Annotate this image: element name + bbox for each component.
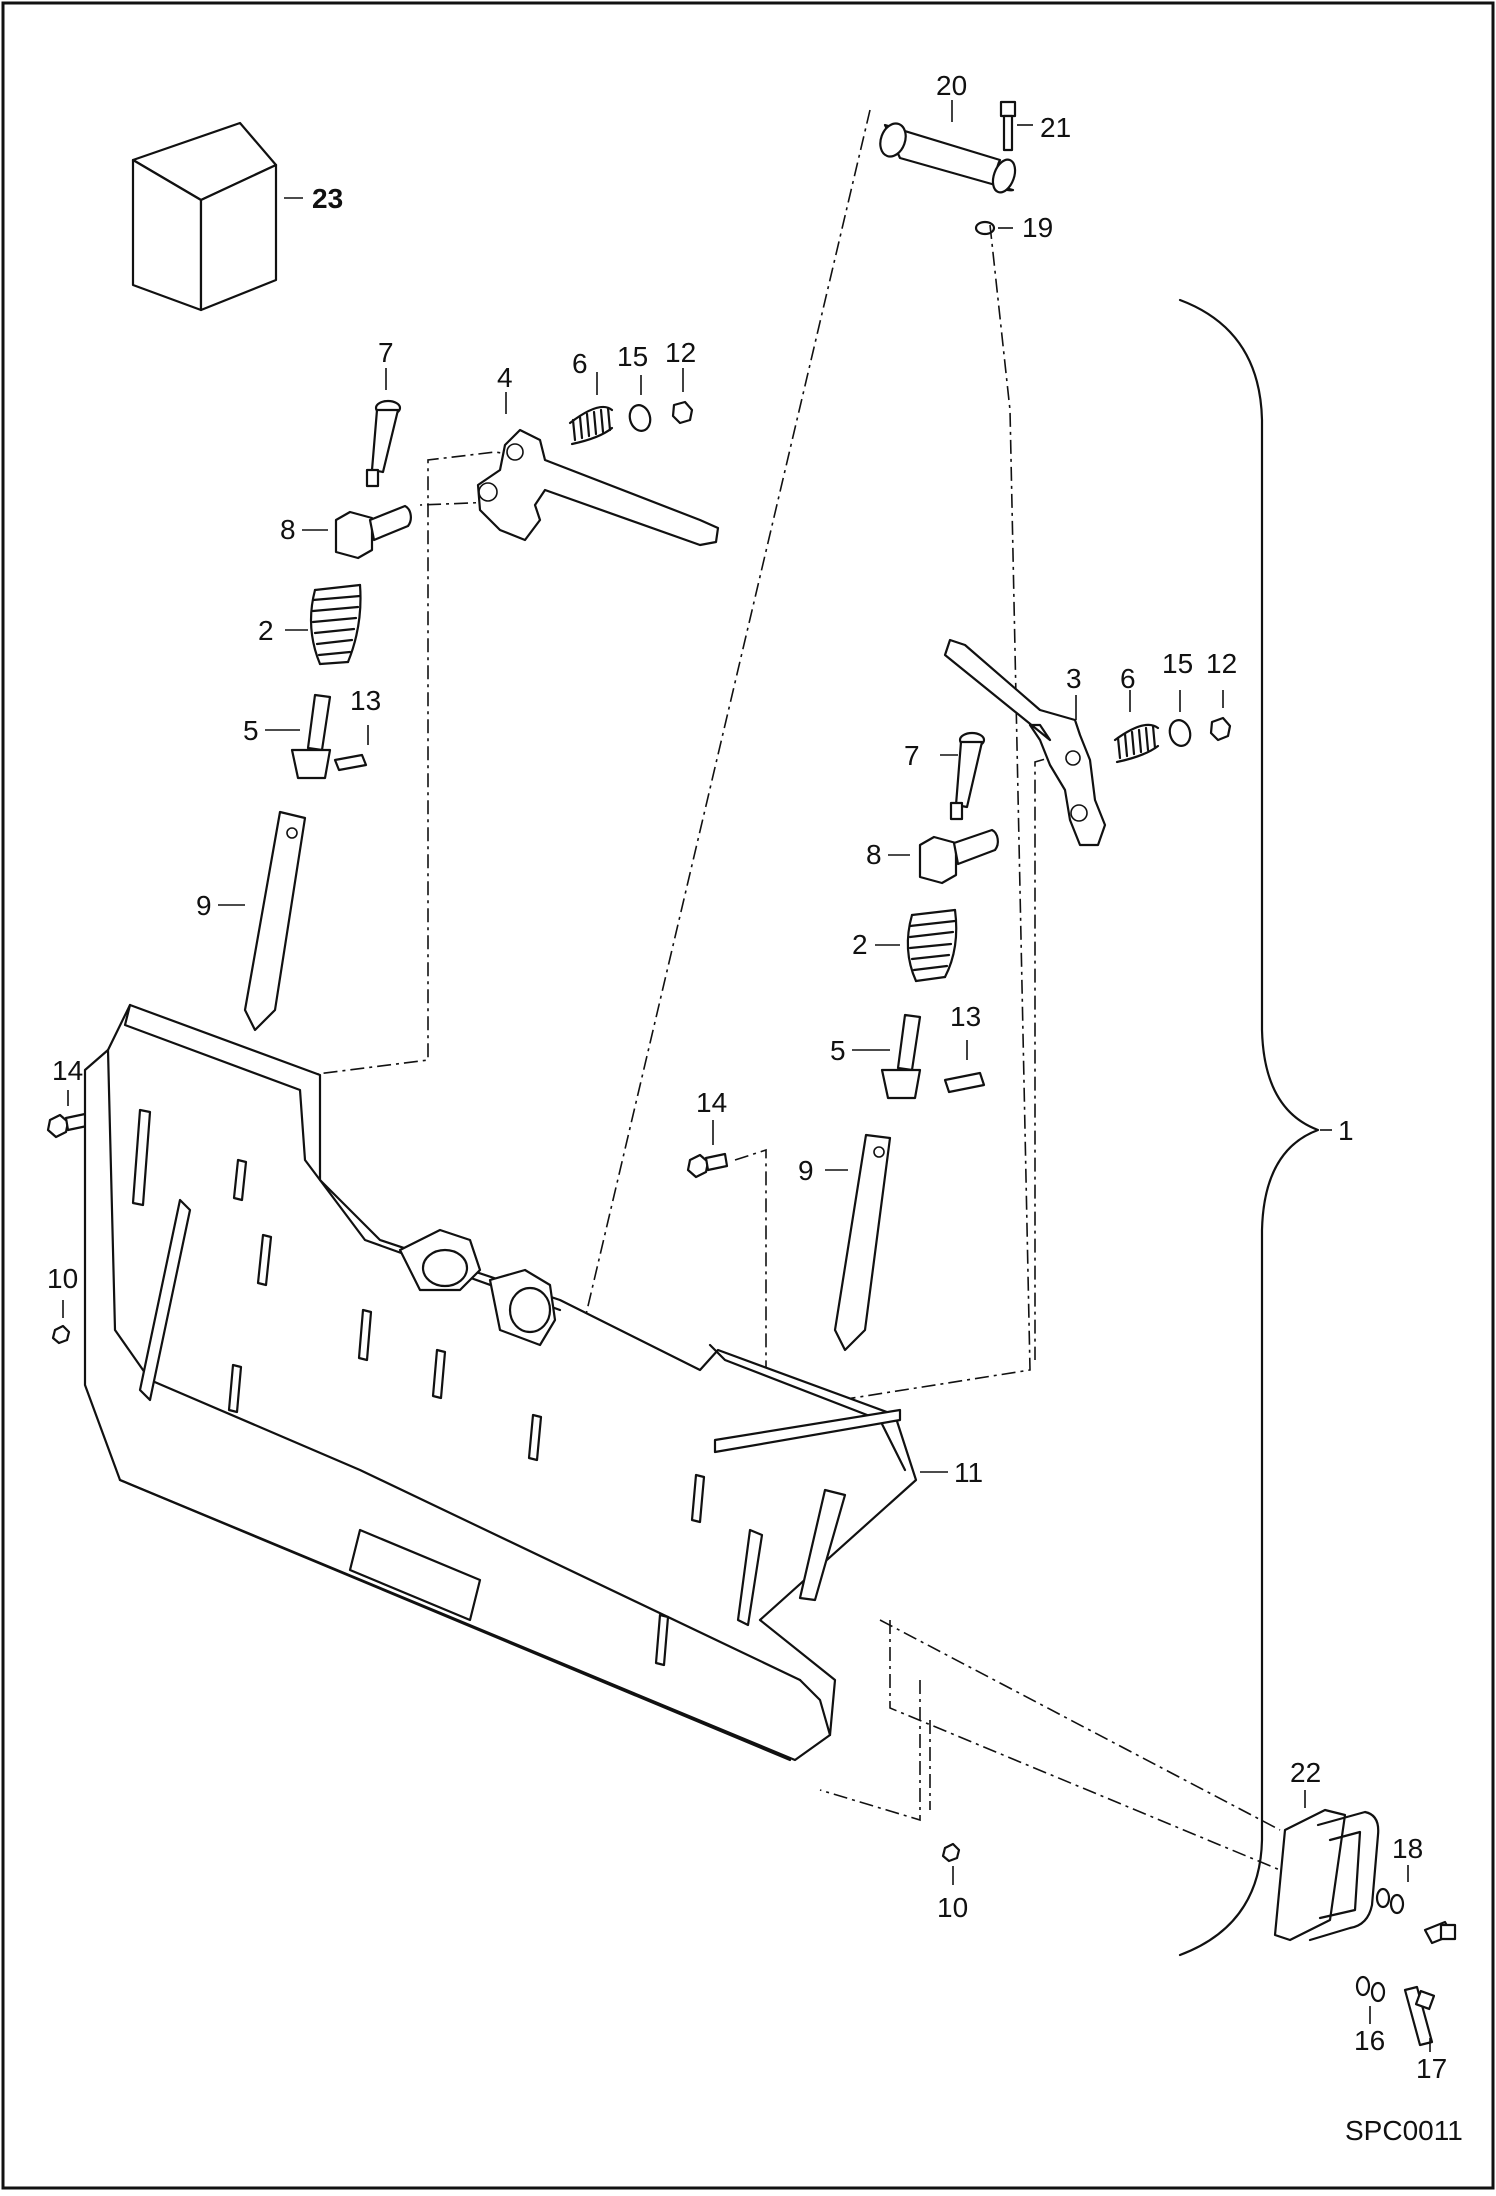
- label-7-right: 7: [904, 740, 920, 771]
- part-21-bolt: [999, 100, 1033, 152]
- part-9-left-rod: [218, 810, 307, 1032]
- plate-slots: [131, 1108, 847, 1667]
- label-16: 16: [1354, 2025, 1385, 2056]
- label-4: 4: [497, 362, 513, 393]
- label-1: 1: [1338, 1115, 1354, 1146]
- label-17: 17: [1416, 2053, 1447, 2084]
- part-7-left-bolt: [365, 368, 402, 488]
- label-5-left: 5: [243, 715, 259, 746]
- label-10-left: 10: [47, 1263, 78, 1294]
- part-23-box: [131, 121, 303, 312]
- label-2-left: 2: [258, 615, 274, 646]
- label-13-left: 13: [350, 685, 381, 716]
- part-18-washers: [1375, 1865, 1409, 1915]
- part-14-right-bolt: [686, 1120, 729, 1179]
- part-7-right-bolt: [940, 731, 986, 821]
- part-22-grab-handle: [1273, 1790, 1380, 1942]
- part-16-washers: [1355, 1975, 1386, 2024]
- part-8-right-block: [888, 828, 999, 885]
- part-3-right-handle: [943, 638, 1107, 847]
- label-10-right: 10: [937, 1892, 968, 1923]
- label-8-left: 8: [280, 514, 296, 545]
- assembly-brace: [1178, 298, 1320, 1957]
- label-3: 3: [1066, 663, 1082, 694]
- label-12-left: 12: [665, 337, 696, 368]
- drawing-id: SPC0011: [1345, 2115, 1463, 2146]
- part-12-left-nut: [671, 368, 694, 425]
- label-2-right: 2: [852, 929, 868, 960]
- part-10-right-nut: [941, 1842, 961, 1885]
- part-13-left-pin: [333, 725, 369, 772]
- label-20: 20: [936, 70, 967, 101]
- label-8-right: 8: [866, 839, 882, 870]
- label-13-right: 13: [950, 1001, 981, 1032]
- label-14-left: 14: [52, 1055, 83, 1086]
- part-13-right-pin: [943, 1040, 986, 1094]
- label-6-right: 6: [1120, 663, 1136, 694]
- label-22: 22: [1290, 1757, 1321, 1788]
- part-19-nut: [974, 220, 1013, 236]
- label-9-left: 9: [196, 890, 212, 921]
- part-15-left-washer: [628, 375, 652, 432]
- label-12-right: 12: [1206, 648, 1237, 679]
- part-11-mounting-plate: [83, 1003, 948, 1762]
- part-6-right-spring: [1113, 690, 1160, 764]
- part-10-left-nut: [51, 1300, 71, 1345]
- label-6-left: 6: [572, 348, 588, 379]
- label-5-right: 5: [830, 1035, 846, 1066]
- label-19: 19: [1022, 212, 1053, 243]
- label-14-right: 14: [696, 1087, 727, 1118]
- part-14-left-bolt: [46, 1090, 89, 1139]
- part-5-right-clevis: [852, 1013, 922, 1100]
- label-15-right: 15: [1162, 648, 1193, 679]
- label-15-left: 15: [617, 341, 648, 372]
- part-8-left-block: [302, 504, 412, 560]
- part-6-left-spring: [568, 372, 614, 446]
- label-11: 11: [954, 1457, 983, 1488]
- part-2-left-spring: [285, 583, 362, 666]
- part-4-left-handle: [476, 392, 720, 547]
- part-labels: 23 20 21 19 7 4 6 15 12 8 2 13 5 9 3 6 1…: [47, 70, 1447, 2084]
- part-15-right-washer: [1168, 690, 1192, 747]
- part-9-right-rod: [825, 1133, 892, 1352]
- label-23: 23: [312, 183, 343, 214]
- part-2-right-spring: [875, 908, 958, 983]
- part-12-right-nut: [1209, 690, 1232, 742]
- label-21: 21: [1040, 112, 1071, 143]
- label-18: 18: [1392, 1833, 1423, 1864]
- label-9-right: 9: [798, 1155, 814, 1186]
- part-5-left-clevis: [265, 693, 332, 780]
- part-20-pin: [879, 100, 1017, 194]
- part-17-bolts: [1403, 1920, 1457, 2052]
- label-7-left: 7: [378, 337, 394, 368]
